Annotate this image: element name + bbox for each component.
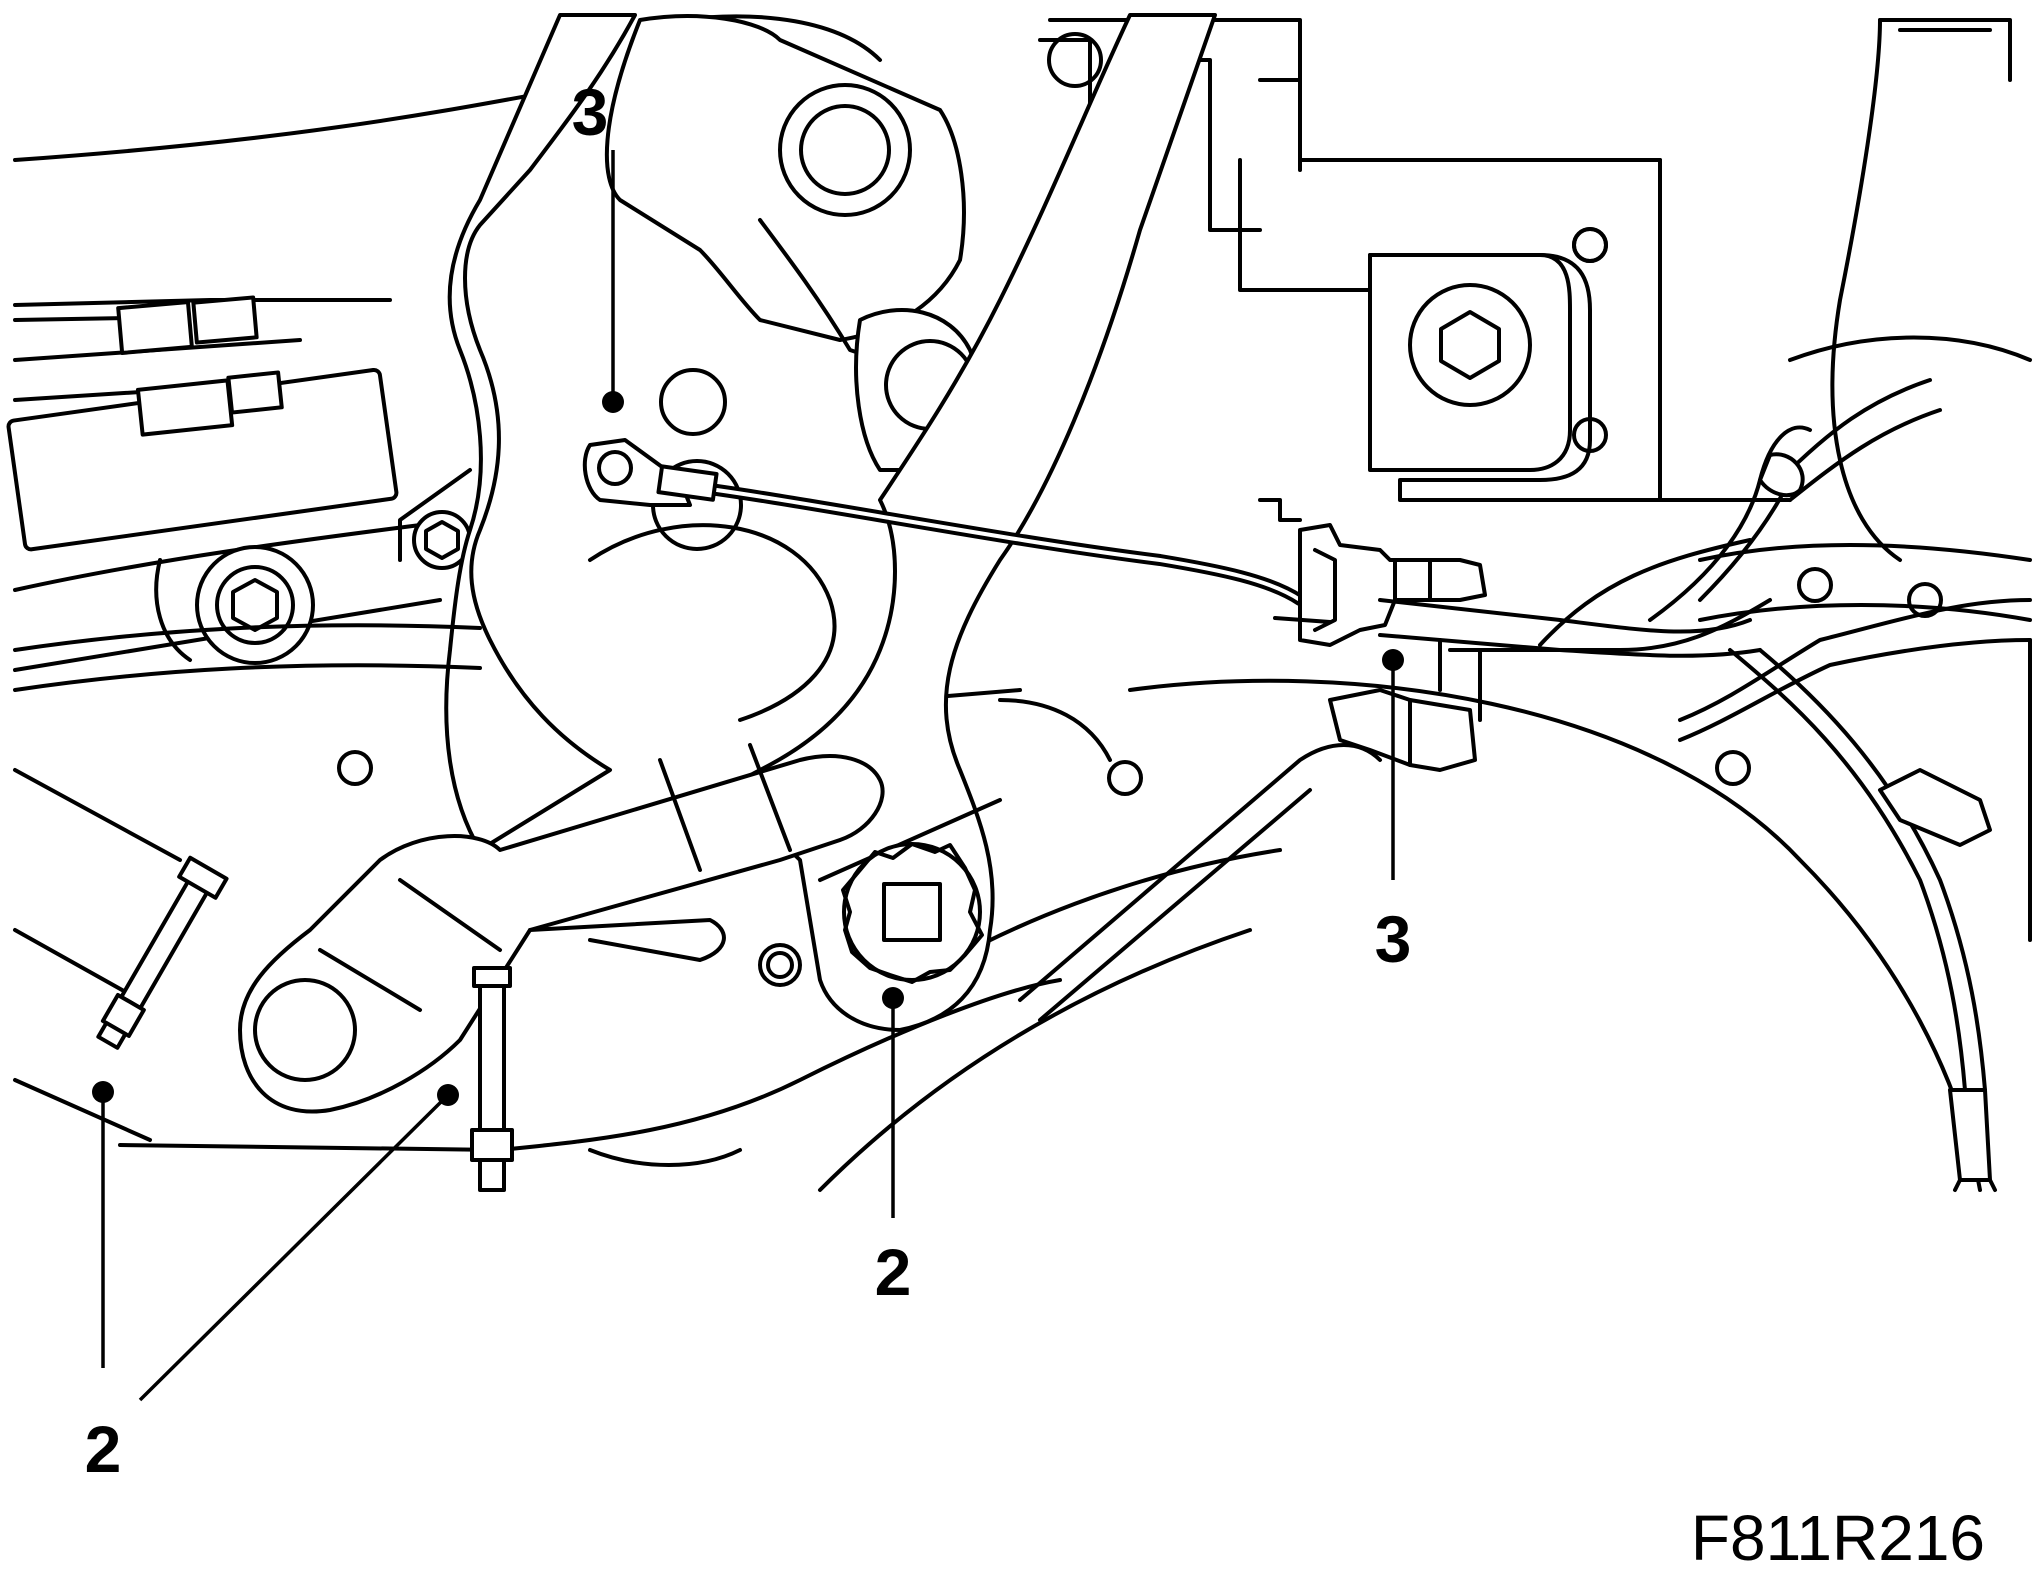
callout-b: 3 [1375, 649, 1412, 976]
callout-label: 3 [1375, 902, 1412, 976]
callout-d [92, 1081, 114, 1368]
fastening-bolt-centre [470, 966, 514, 1192]
callout-label: 2 [85, 1412, 122, 1486]
callout-c: 2 [875, 987, 912, 1309]
trailing-arm [238, 13, 1217, 1114]
callout-f: 2 [85, 1412, 122, 1486]
figure-code: F811R216 [1691, 1502, 1985, 1574]
fastening-bolt [1408, 283, 1532, 407]
brake-hose [13, 378, 2032, 1192]
cable-connector [1273, 523, 1487, 647]
callout-a: 3 [572, 75, 624, 413]
mounting-plate [1368, 227, 1608, 472]
callout-label: 2 [875, 1235, 912, 1309]
bracket-assembly [6, 295, 472, 665]
bracket-bolt [195, 545, 315, 665]
wheel-speed-sensor-cable [582, 438, 1487, 647]
callout-label: 3 [572, 75, 609, 149]
eccentric-adjuster [841, 842, 984, 984]
cable-eyelet [582, 438, 719, 507]
fastening-bolt-left [96, 855, 229, 1050]
callout-e [138, 1084, 459, 1402]
